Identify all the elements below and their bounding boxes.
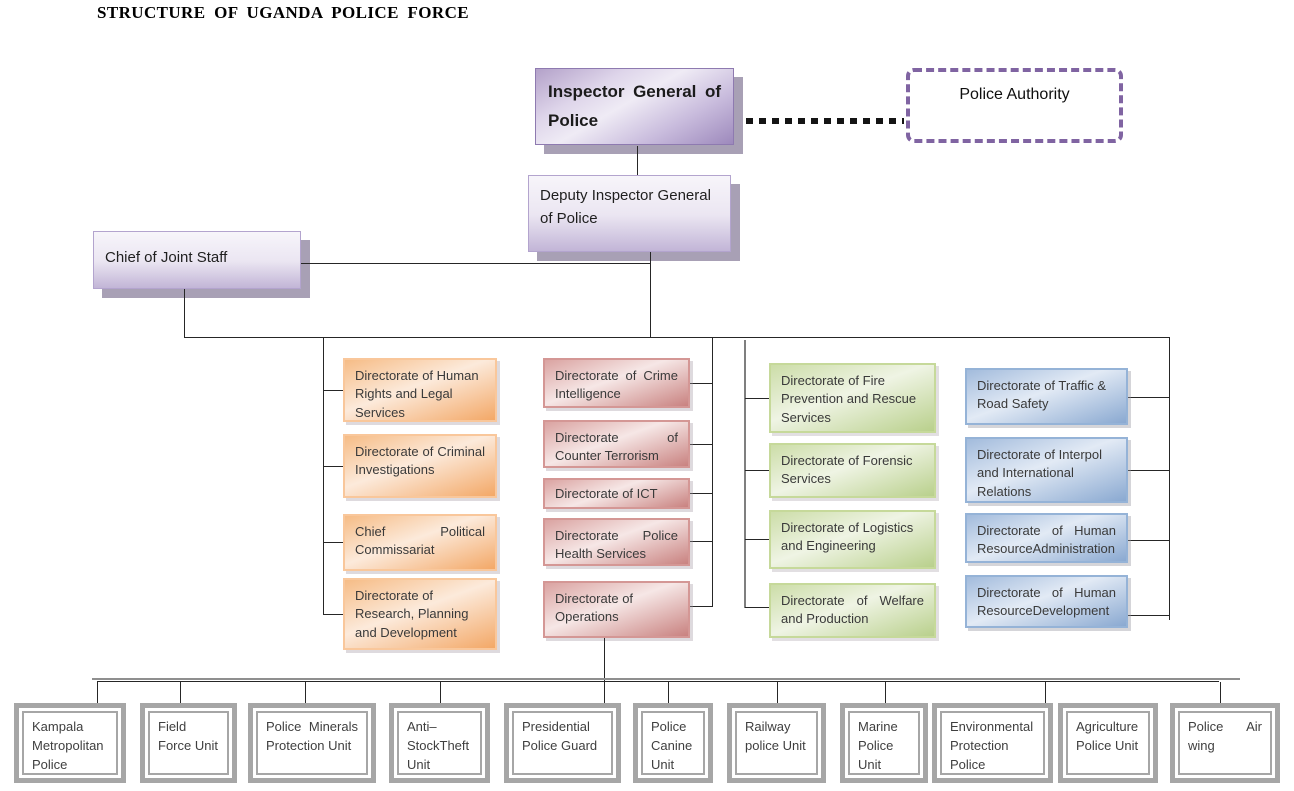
node-dir-forensic-services: Directorate of Forensic Services xyxy=(769,443,936,498)
tick-blue-2 xyxy=(1128,470,1170,471)
unit-label: Presidential Police Guard xyxy=(512,711,613,775)
drop-unit-1 xyxy=(97,682,98,703)
drop-unit-7 xyxy=(777,682,778,703)
unit-police-canine: Police Canine Unit xyxy=(633,703,713,783)
drop-unit-6 xyxy=(668,682,669,703)
tick-orange-2 xyxy=(323,466,344,467)
chart-title: STRUCTURE OF UGANDA POLICE FORCE xyxy=(97,3,469,22)
unit-environmental-protection: Environmental Protection Police xyxy=(932,703,1053,783)
tick-orange-1 xyxy=(323,390,344,391)
unit-police-minerals-protection: Police Minerals Protection Unit xyxy=(248,703,376,783)
node-dir-human-resource-administration: Directorate of Human ResourceAdministrat… xyxy=(965,513,1128,563)
tick-blue-4 xyxy=(1128,615,1170,616)
node-dir-interpol-international: Directorate of Interpol and Internationa… xyxy=(965,437,1128,503)
unit-agriculture-police: Agriculture Police Unit xyxy=(1058,703,1158,783)
unit-railway-police: Railway police Unit xyxy=(727,703,826,783)
node-dir-human-rights-legal: Directorate of Human Rights and Legal Se… xyxy=(343,358,497,422)
units-gray-line xyxy=(92,678,1240,680)
drop-unit-9 xyxy=(1045,682,1046,703)
unit-label: Police Canine Unit xyxy=(641,711,705,775)
node-dir-criminal-investigations: Directorate of Criminal Investigations xyxy=(343,434,497,498)
node-dir-logistics-engineering: Directorate of Logistics and Engineering xyxy=(769,510,936,569)
unit-label: Marine Police Unit xyxy=(848,711,920,775)
drop-unit-11 xyxy=(1220,682,1221,703)
unit-kampala-metropolitan-police: Kampala Metropolitan Police xyxy=(14,703,126,783)
unit-label: Anti–StockTheft Unit xyxy=(397,711,482,775)
connector-chief-deputy xyxy=(301,263,650,264)
node-chief-of-joint-staff: Chief of Joint Staff xyxy=(93,231,301,289)
drop-unit-2 xyxy=(180,682,181,703)
node-dir-fire-prevention-rescue: Directorate of Fire Prevention and Rescu… xyxy=(769,363,936,433)
unit-label: Environmental Protection Police xyxy=(940,711,1045,775)
unit-label: Railway police Unit xyxy=(735,711,818,775)
connector-operations-units xyxy=(604,638,605,682)
unit-label: Agriculture Police Unit xyxy=(1066,711,1150,775)
connector-chief-main xyxy=(184,289,185,337)
node-dir-police-health: Directorate Police Health Services xyxy=(543,518,690,566)
connector-igp-police-authority xyxy=(746,118,904,124)
node-dir-traffic-road-safety: Directorate of Traffic & Road Safety xyxy=(965,368,1128,425)
spine-green-column xyxy=(744,340,746,608)
tick-red-4 xyxy=(690,541,713,542)
drop-unit-3 xyxy=(305,682,306,703)
node-dir-counter-terrorism: Directorate of Counter Terrorism xyxy=(543,420,690,468)
unit-label: Field Force Unit xyxy=(148,711,229,775)
tick-green-2 xyxy=(745,470,769,471)
spine-blue-column xyxy=(1169,337,1170,620)
node-dir-welfare-production: Directorate of Welfare and Production xyxy=(769,583,936,638)
drop-unit-5 xyxy=(604,682,605,703)
tick-red-2 xyxy=(690,444,713,445)
node-dir-operations: Directorate of Operations xyxy=(543,581,690,638)
node-inspector-general-of-police: Inspector General of Police xyxy=(535,68,734,145)
tick-red-3 xyxy=(690,493,713,494)
tick-red-5 xyxy=(690,606,713,607)
unit-label: Police Minerals Protection Unit xyxy=(256,711,368,775)
spine-red-column xyxy=(712,337,713,607)
drop-unit-4 xyxy=(440,682,441,703)
unit-presidential-police-guard: Presidential Police Guard xyxy=(504,703,621,783)
connector-deputy-main xyxy=(650,252,651,337)
unit-label: Kampala Metropolitan Police xyxy=(22,711,118,775)
node-dir-human-resource-development: Directorate of Human ResourceDevelopment xyxy=(965,575,1128,628)
unit-label: Police Air wing xyxy=(1178,711,1272,775)
tick-blue-1 xyxy=(1128,397,1170,398)
tick-orange-4 xyxy=(323,614,344,615)
node-dir-research-planning: Directorate of Research, Planning and De… xyxy=(343,578,497,650)
spine-orange-column xyxy=(323,337,324,615)
tick-blue-3 xyxy=(1128,540,1170,541)
unit-police-air-wing: Police Air wing xyxy=(1170,703,1280,783)
tick-red-1 xyxy=(690,383,713,384)
unit-field-force: Field Force Unit xyxy=(140,703,237,783)
node-dir-crime-intelligence: Directorate of Crime Intelligence xyxy=(543,358,690,408)
node-dir-ict: Directorate of ICT xyxy=(543,478,690,509)
unit-marine-police: Marine Police Unit xyxy=(840,703,928,783)
node-chief-political-commissariat: Chief Political Commissariat xyxy=(343,514,497,571)
units-horizontal-line xyxy=(97,681,1219,682)
connector-igp-deputy xyxy=(637,146,638,175)
node-police-authority: Police Authority xyxy=(906,68,1123,143)
tick-orange-3 xyxy=(323,542,344,543)
node-deputy-inspector-general: Deputy Inspector General of Police xyxy=(528,175,731,252)
unit-anti-stock-theft: Anti–StockTheft Unit xyxy=(389,703,490,783)
tick-green-1 xyxy=(745,398,769,399)
tick-green-3 xyxy=(745,539,769,540)
connector-main-horizontal xyxy=(184,337,1170,338)
tick-green-4 xyxy=(745,607,769,608)
drop-unit-8 xyxy=(885,682,886,703)
